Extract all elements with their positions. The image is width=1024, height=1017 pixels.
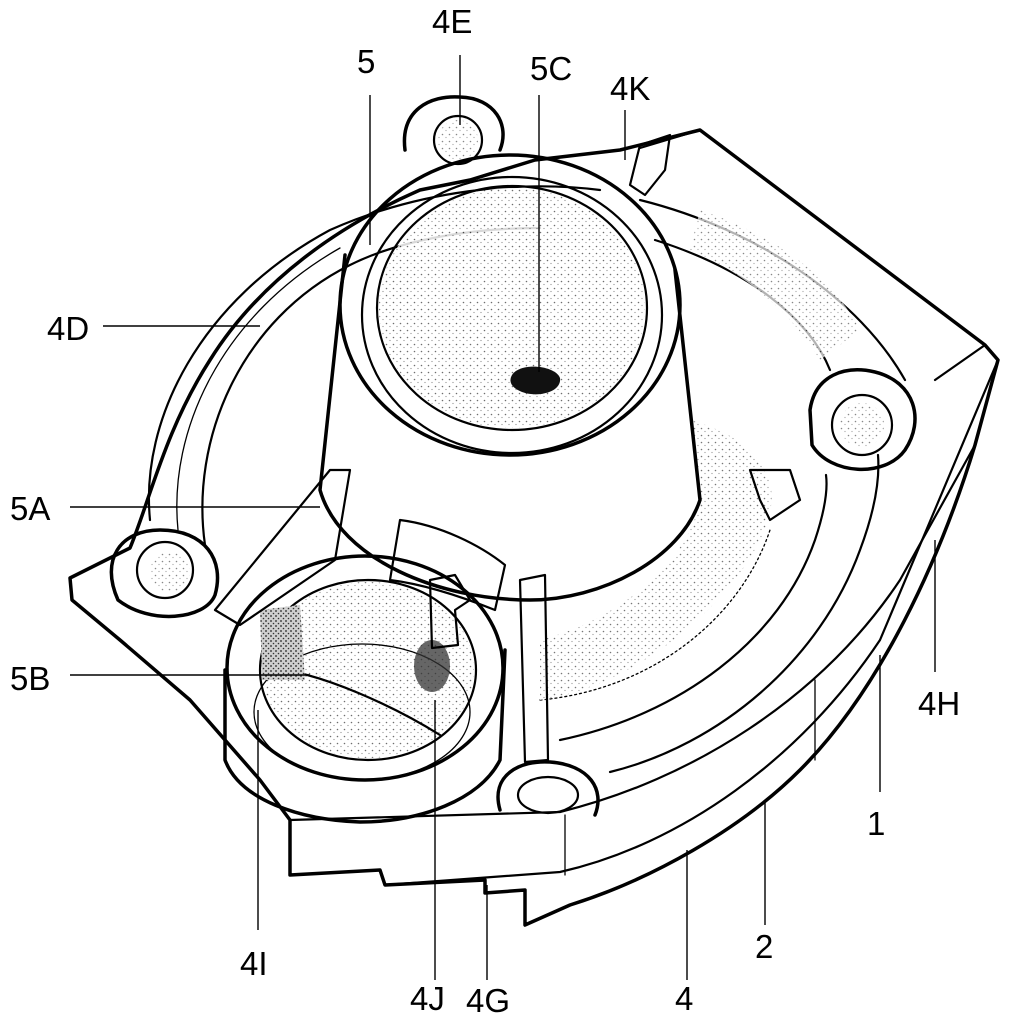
label-5A: 5A xyxy=(10,490,50,527)
hatched-oval xyxy=(414,640,450,692)
rib-vertical xyxy=(518,573,550,764)
label-4: 4 xyxy=(675,980,693,1017)
cylinder-top-outer xyxy=(338,153,682,457)
leader-lines xyxy=(70,55,936,980)
base-plate-outline xyxy=(68,128,1000,927)
skirt-edge xyxy=(564,679,816,876)
ribs xyxy=(213,133,802,764)
label-4D: 4D xyxy=(47,310,89,347)
label-4G: 4G xyxy=(466,982,510,1017)
rib-5A xyxy=(213,468,352,627)
outer-rim-groove xyxy=(176,247,341,531)
side-skirt xyxy=(288,443,977,822)
label-1: 1 xyxy=(867,805,885,842)
label-4J: 4J xyxy=(410,980,445,1017)
cylinder-lip xyxy=(360,175,664,455)
housing-body xyxy=(68,128,1000,927)
label-4I: 4I xyxy=(240,945,268,982)
interior-shade-right2 xyxy=(690,210,860,360)
label-4E: 4E xyxy=(432,3,472,40)
cylinder-top-inner xyxy=(375,184,649,432)
boss-top xyxy=(402,95,505,166)
boss-left xyxy=(109,528,220,619)
small-cylinder xyxy=(223,518,507,824)
outer-rim xyxy=(147,185,602,522)
label-2: 2 xyxy=(755,928,773,965)
label-4K: 4K xyxy=(610,70,650,107)
label-4H: 4H xyxy=(918,685,960,722)
rib-right xyxy=(748,468,802,522)
label-5C: 5C xyxy=(530,50,572,87)
boss-right xyxy=(808,368,917,471)
rib-4K xyxy=(628,133,672,197)
hole-5C xyxy=(510,366,561,395)
side-skirt-bottom xyxy=(383,358,1000,887)
interior-shade-right xyxy=(540,420,772,700)
dark-spot-left xyxy=(260,605,305,680)
cylinder-body xyxy=(318,253,702,602)
channel-floor xyxy=(539,529,771,701)
label-5: 5 xyxy=(357,43,375,80)
main-cylinder xyxy=(318,153,702,602)
labels: 4E 5 5C 4K 4D 5A 5B 4H 1 2 4 4I 4J 4G xyxy=(10,3,960,1017)
cylinder-bore-shade xyxy=(379,188,645,428)
label-5B: 5B xyxy=(10,660,50,697)
boss-bottom xyxy=(496,760,600,817)
